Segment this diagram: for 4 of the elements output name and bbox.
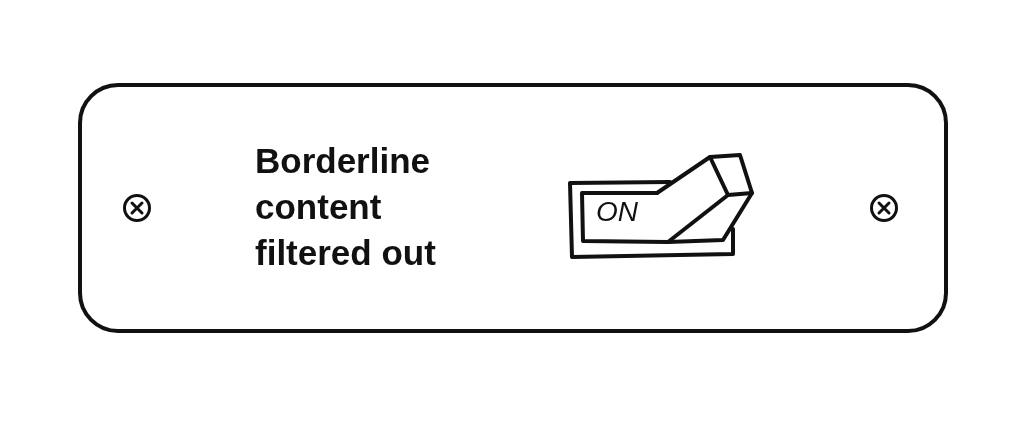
panel bbox=[78, 83, 948, 333]
panel-caption: Borderline content filtered out bbox=[255, 140, 437, 274]
toggle-switch bbox=[566, 150, 756, 262]
switch-state-label: ON bbox=[596, 198, 638, 226]
